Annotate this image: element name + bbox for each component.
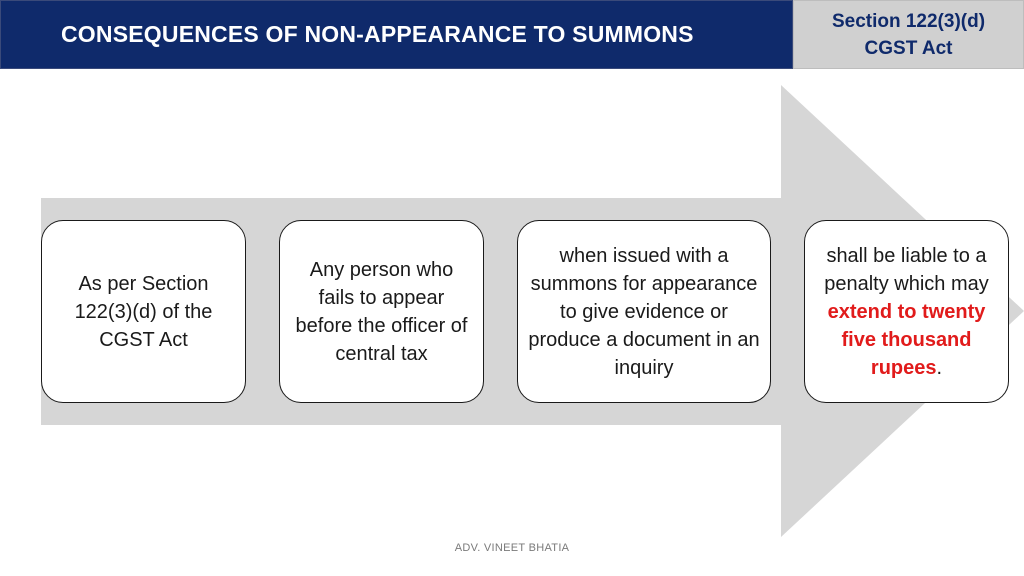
section-reference-line-1: Section 122(3)(d)	[831, 10, 986, 32]
step-4-text-after: .	[936, 356, 943, 379]
step-box-2: Any person who fails to appear before th…	[279, 220, 484, 403]
page-title-bar: CONSEQUENCES OF NON-APPEARANCE TO SUMMON…	[0, 0, 793, 69]
page-title: CONSEQUENCES OF NON-APPEARANCE TO SUMMON…	[61, 21, 694, 47]
section-reference-badge: Section 122(3)(d) CGST Act	[793, 0, 1024, 69]
step-2-text: Any person who fails to appear before th…	[295, 258, 468, 365]
step-4-text: shall be liable to a penalty which may e…	[815, 242, 998, 382]
step-3-text: when issued with a summons for appearanc…	[528, 244, 760, 379]
section-reference-line-2: CGST Act	[864, 37, 953, 59]
step-4-text-before: shall be liable to a penalty which may	[824, 244, 989, 295]
footer-author: ADV. VINEET BHATIA	[454, 542, 570, 554]
step-box-3: when issued with a summons for appearanc…	[517, 220, 771, 403]
step-box-4: shall be liable to a penalty which may e…	[804, 220, 1009, 403]
step-1-text: As per Section 122(3)(d) of the CGST Act	[74, 272, 213, 351]
penalty-highlight: extend to twenty five thousand rupees	[827, 300, 986, 379]
step-box-1: As per Section 122(3)(d) of the CGST Act	[41, 220, 246, 403]
